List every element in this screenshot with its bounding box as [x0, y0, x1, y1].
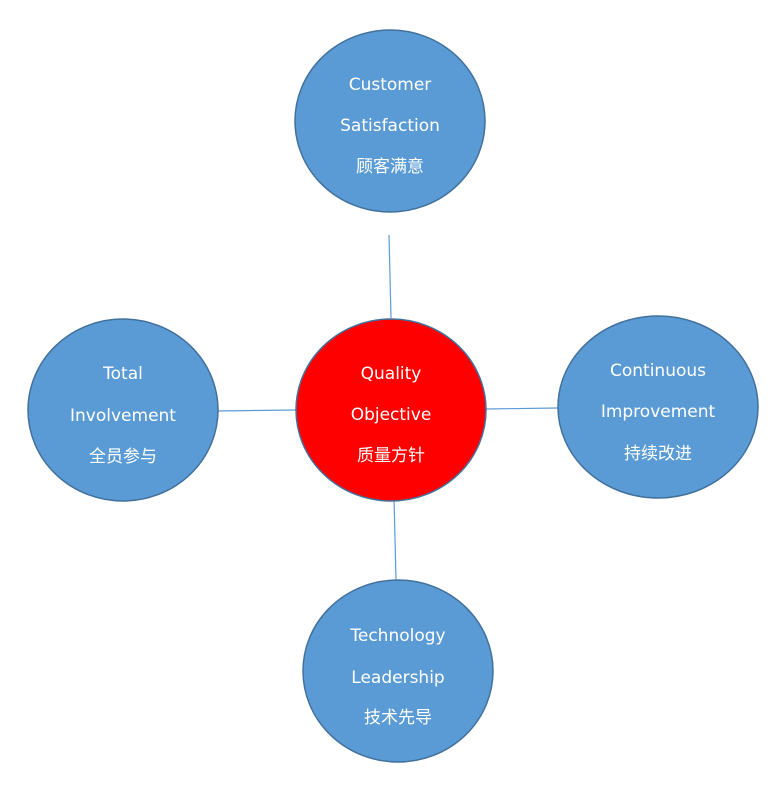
node-circle [302, 579, 494, 763]
node-label-line1: Technology [349, 626, 445, 646]
node-label-cn: 全员参与 [89, 447, 157, 467]
node-label-cn: 顾客满意 [356, 157, 424, 177]
node-label-cn: 持续改进 [624, 444, 692, 464]
node-circle [294, 29, 486, 213]
node-label-line2: Leadership [351, 668, 444, 688]
node-circle [27, 318, 219, 502]
node-label-line2: Improvement [601, 402, 716, 422]
node-label-line2: Involvement [70, 406, 176, 426]
node-circle [557, 315, 759, 499]
node-label-line1: Customer [349, 75, 432, 95]
node-technology-leadership: Technology Leadership 技术先导 [302, 579, 494, 763]
node-continuous-improvement: Continuous Improvement 持续改进 [557, 315, 759, 499]
node-label-line1: Total [102, 364, 143, 384]
node-label-line2: Objective [351, 405, 432, 425]
connector-right [485, 407, 559, 410]
node-label-cn: 质量方针 [357, 446, 425, 466]
node-circle [295, 318, 487, 502]
node-customer-satisfaction: Customer Satisfaction 顾客满意 [294, 29, 486, 213]
connector-left [216, 409, 297, 412]
node-quality-objective: Quality Objective 质量方针 [295, 318, 487, 502]
connector-bottom [393, 497, 397, 581]
node-label-line1: Quality [361, 364, 422, 384]
node-label-cn: 技术先导 [364, 708, 432, 728]
node-label-line2: Satisfaction [340, 116, 440, 136]
node-total-involvement: Total Involvement 全员参与 [27, 318, 219, 502]
connector-top [388, 234, 392, 319]
node-label-line1: Continuous [610, 361, 706, 381]
